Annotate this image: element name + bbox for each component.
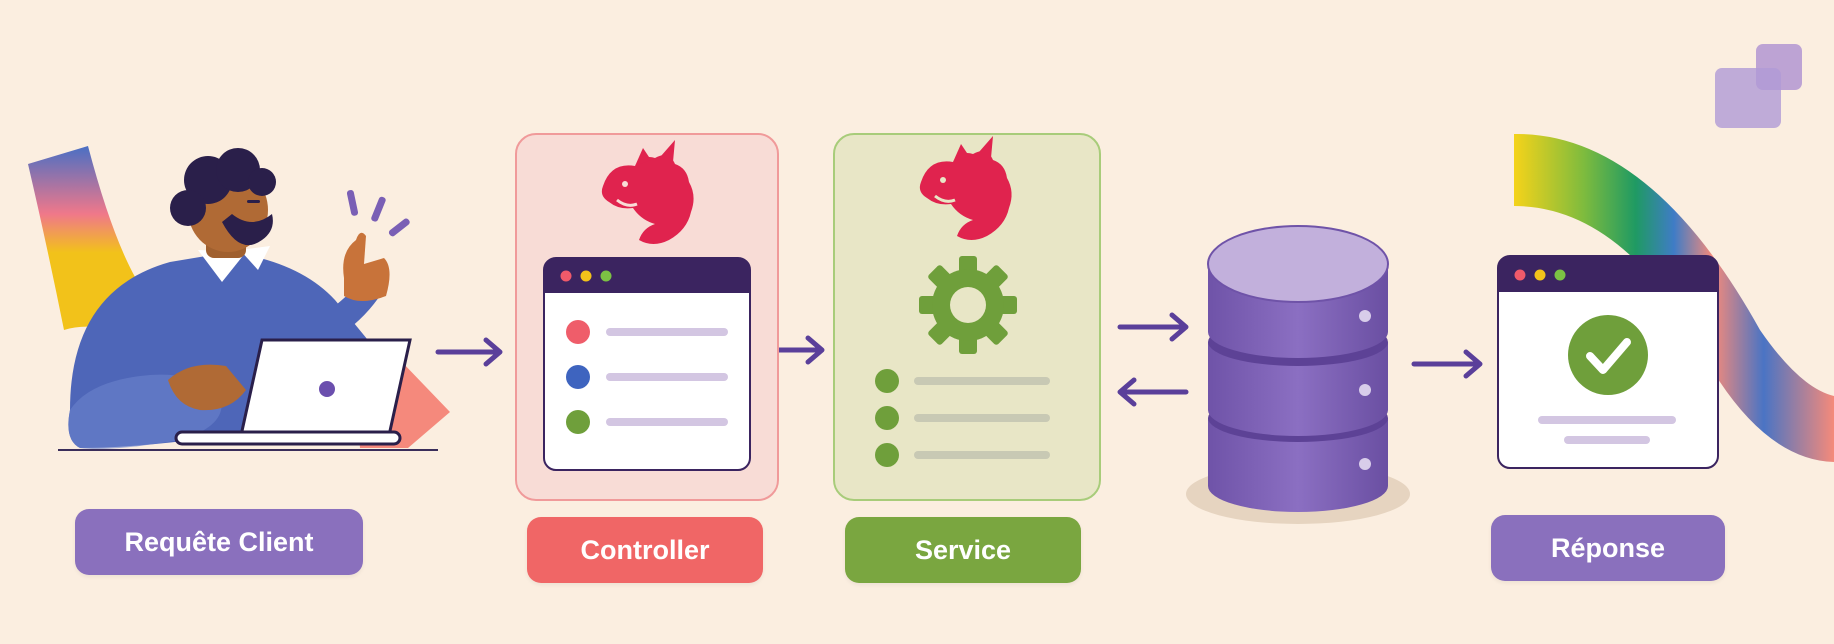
gear-icon <box>919 256 1017 354</box>
nestjs-logo-icon <box>601 140 694 244</box>
client-request-label: Requête Client <box>75 509 363 575</box>
nestjs-logo-icon <box>919 136 1012 240</box>
checkmark-circle-icon <box>1568 315 1648 395</box>
arrow-database-to-service <box>1117 377 1189 407</box>
controller-label: Controller <box>527 517 763 583</box>
flow-arrows <box>435 312 1483 407</box>
controller-card <box>515 133 779 501</box>
arrow-service-to-database <box>1117 312 1189 342</box>
service-label: Service <box>845 517 1081 583</box>
decorative-squares <box>1715 44 1802 128</box>
response-label: Réponse <box>1491 515 1725 581</box>
client-person-illustration <box>58 148 438 451</box>
service-card <box>833 133 1101 501</box>
arrow-client-to-controller <box>435 337 503 367</box>
database-icon <box>1186 225 1410 524</box>
response-window <box>1497 255 1719 469</box>
arrow-database-to-response <box>1411 349 1483 379</box>
